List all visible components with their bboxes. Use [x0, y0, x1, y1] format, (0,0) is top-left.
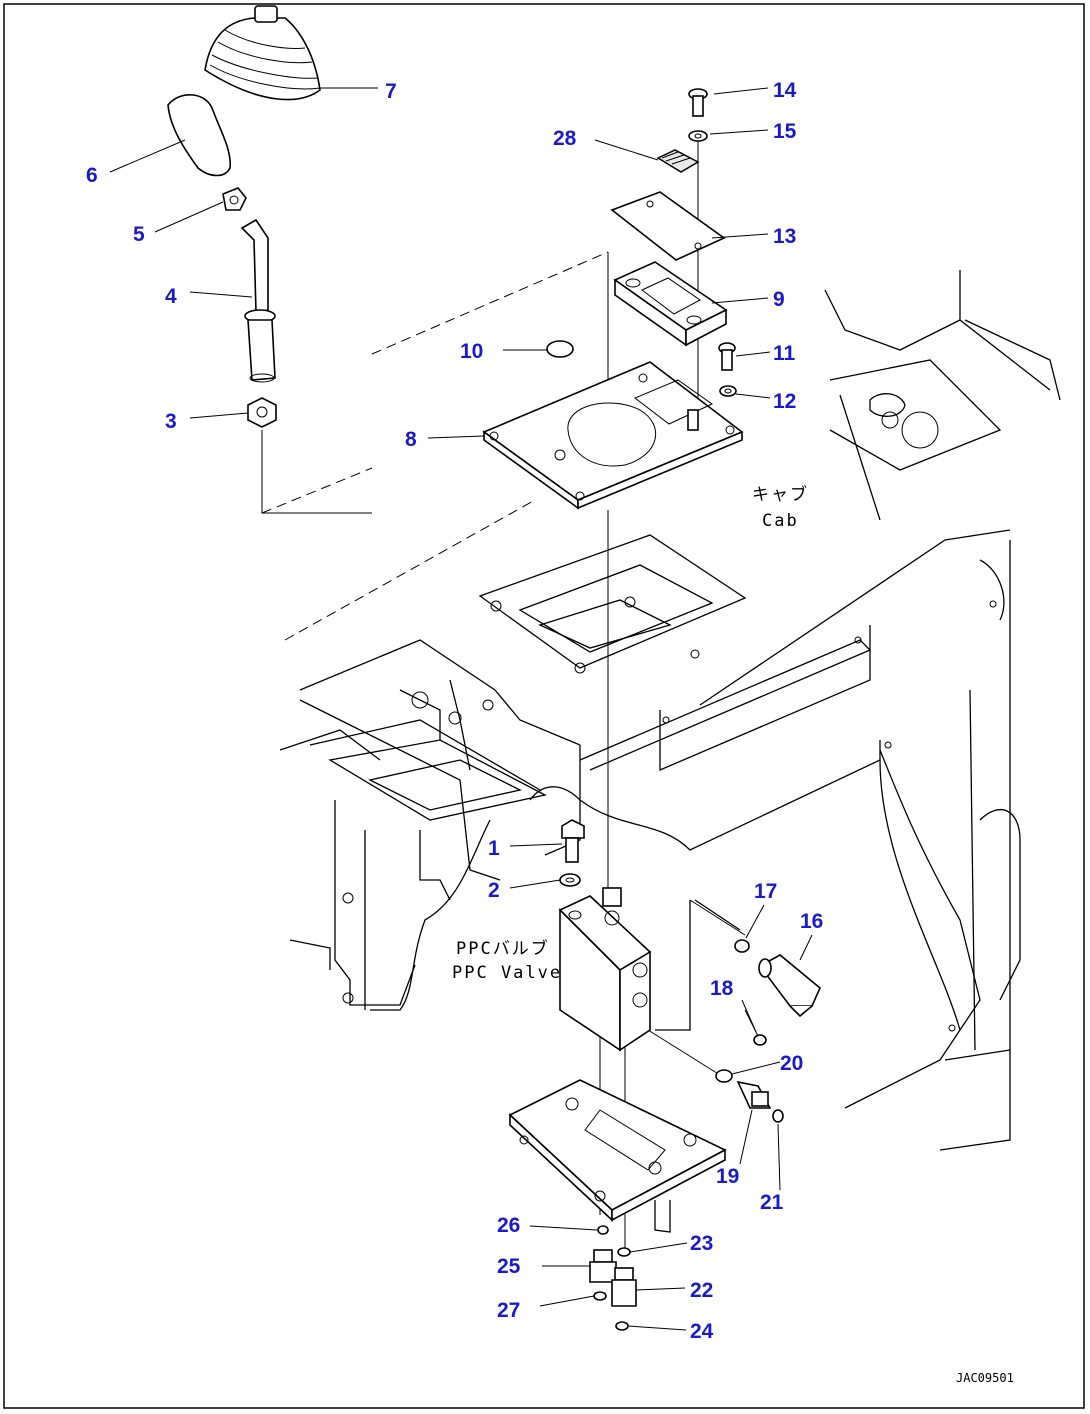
callout-13: 13 — [773, 225, 796, 248]
callout-27: 27 — [497, 1299, 520, 1322]
callout-21: 21 — [760, 1191, 784, 1214]
callout-18: 18 — [710, 977, 734, 1000]
part-18-o-ring — [753, 1034, 767, 1046]
callout-6: 6 — [86, 164, 98, 187]
cab-structure — [261, 251, 1061, 1151]
part-13-cover — [610, 191, 726, 261]
callout-23: 23 — [690, 1232, 713, 1255]
callout-5: 5 — [133, 223, 145, 246]
part-26-o-ring — [597, 1225, 609, 1235]
callout-9: 9 — [773, 288, 785, 311]
callout-7: 7 — [385, 80, 397, 103]
callout-3: 3 — [165, 410, 177, 433]
callout-24: 24 — [690, 1320, 714, 1343]
callout-labels: 7 6 5 4 3 14 15 28 13 9 10 11 12 8 1 2 1… — [86, 79, 823, 1343]
part-11-bolt — [718, 342, 736, 371]
callout-14: 14 — [773, 79, 797, 102]
part-8-plate — [482, 361, 744, 510]
part-22-fitting — [611, 1267, 637, 1307]
part-27-o-ring — [593, 1291, 607, 1301]
part-21-o-ring — [772, 1109, 784, 1123]
part-16-switch — [758, 954, 821, 1018]
part-5-nut — [222, 187, 247, 211]
part-15-washer — [688, 130, 708, 142]
part-24-o-ring — [615, 1321, 629, 1331]
part-14-bolt — [688, 88, 708, 117]
callout-10: 10 — [460, 340, 483, 363]
part-20-o-ring — [715, 1069, 733, 1083]
ppc-valve-label-jp: PPCバルブ — [456, 938, 550, 959]
callout-12: 12 — [773, 390, 796, 413]
part-17-o-ring — [734, 939, 750, 953]
ppc-valve-label-en: PPC Valve — [452, 963, 562, 983]
part-4-lever — [240, 218, 276, 383]
callout-22: 22 — [690, 1279, 713, 1302]
ppc-valve — [558, 887, 652, 1052]
drawing-code: JAC09501 — [956, 1371, 1014, 1385]
part-7-boot — [204, 5, 321, 101]
callout-leaders — [109, 87, 813, 1331]
part-23-o-ring — [617, 1247, 631, 1257]
callout-2: 2 — [488, 879, 500, 902]
lower-plate — [508, 1079, 727, 1233]
callout-20: 20 — [780, 1052, 803, 1075]
part-2-washer — [559, 873, 581, 887]
callout-1: 1 — [488, 837, 500, 860]
callout-25: 25 — [497, 1255, 521, 1278]
callout-19: 19 — [716, 1165, 739, 1188]
part-10-plug — [546, 340, 574, 358]
callout-16: 16 — [800, 910, 823, 933]
callout-8: 8 — [405, 428, 417, 451]
callout-17: 17 — [754, 880, 777, 903]
part-19-fitting — [736, 1080, 772, 1109]
part-3-nut — [247, 397, 277, 428]
cab-label-en: Cab — [762, 511, 799, 531]
part-9-frame — [613, 261, 728, 347]
callout-28: 28 — [553, 127, 577, 150]
callout-4: 4 — [165, 285, 177, 308]
part-28-label — [656, 149, 700, 173]
cab-label-jp: キャブ — [752, 484, 809, 505]
callout-11: 11 — [773, 342, 796, 365]
part-25-fitting — [589, 1249, 617, 1283]
diagram-border — [3, 3, 1085, 1409]
callout-15: 15 — [773, 120, 797, 143]
callout-26: 26 — [497, 1214, 520, 1237]
part-6-knob — [167, 94, 231, 177]
part-1-bolt — [561, 819, 585, 863]
part-12-washer — [719, 385, 737, 397]
